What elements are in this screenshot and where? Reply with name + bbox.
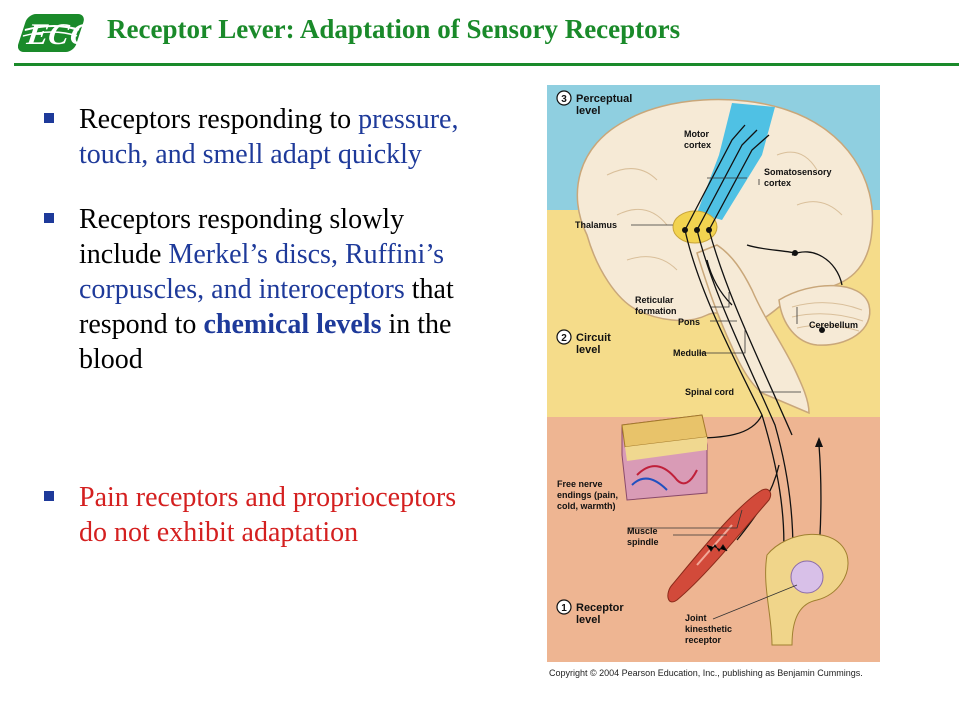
bullet-highlight-bold: chemical levels — [203, 309, 382, 340]
bullet-text: Receptors responding to — [79, 104, 359, 135]
muscle-spindle — [667, 488, 772, 603]
copyright-notice: Copyright © 2004 Pearson Education, Inc.… — [549, 668, 863, 678]
medulla-label: Medulla — [673, 348, 707, 358]
receptor-level-label-2: level — [576, 614, 600, 626]
free-nerve-endings-label: Free nerve — [557, 479, 603, 489]
svg-text:ECC: ECC — [23, 18, 92, 51]
bullet-list: Receptors responding to pressure, touch,… — [44, 102, 464, 550]
muscle-spindle-label: Muscle — [627, 526, 658, 536]
bullet-item-fast-adapting: Receptors responding to pressure, touch,… — [44, 102, 464, 172]
cerebellum-shape — [778, 284, 871, 346]
level-1-number: 1 — [561, 603, 567, 614]
somatosensory-cortex-label: Somatosensory — [764, 167, 832, 177]
square-bullet-icon — [44, 491, 54, 501]
bullet-text: that respond to — [79, 274, 454, 340]
bullet-highlight: pressure, touch, and smell adapt quickly — [79, 104, 459, 170]
motor-cortex-label: Motor — [684, 129, 709, 139]
brainstem-spinal-cord — [696, 244, 810, 415]
free-nerve-endings-label-3: cold, warmth) — [557, 501, 616, 511]
bullet-text: Pain receptors and proprioceptors do not… — [79, 482, 457, 548]
title-divider — [14, 63, 959, 66]
reticular-formation-label-2: formation — [635, 306, 677, 316]
level-2-number: 2 — [561, 333, 567, 344]
bullet-text: in the blood — [79, 309, 452, 375]
thalamus-label: Thalamus — [575, 220, 617, 230]
square-bullet-icon — [44, 213, 54, 223]
hip-joint — [765, 533, 849, 646]
muscle-spindle-label-2: spindle — [627, 537, 659, 547]
motor-cortex-label-2: cortex — [684, 140, 711, 150]
pons-label: Pons — [678, 317, 700, 327]
somatosensory-cortex-label-2: cortex — [764, 178, 791, 188]
bullet-item-no-adaptation: Pain receptors and proprioceptors do not… — [44, 480, 464, 550]
reticular-formation-label: Reticular — [635, 295, 674, 305]
sensory-levels-figure: 3 Perceptual level 2 Circuit level 1 Rec… — [547, 85, 880, 662]
bullet-highlight: Merkel’s discs, Ruffini’s corpuscles, an… — [79, 239, 445, 305]
level-3-number: 3 — [561, 94, 567, 105]
ecc-logo: ECC — [18, 14, 92, 52]
skin-section — [621, 414, 708, 501]
free-nerve-endings-label-2: endings (pain, — [557, 490, 618, 500]
page-title: Receptor Lever: Adaptation of Sensory Re… — [107, 14, 681, 44]
joint-receptor-label-3: receptor — [685, 635, 722, 645]
square-bullet-icon — [44, 113, 54, 123]
spinal-cord-label: Spinal cord — [685, 387, 734, 397]
circuit-level-label: Circuit — [576, 332, 611, 344]
bullet-text: Receptors responding slowly include — [79, 204, 405, 270]
bullet-item-slow-adapting: Receptors responding slowly include Merk… — [44, 202, 464, 377]
perceptual-level-label-2: level — [576, 105, 600, 117]
joint-receptor-label: Joint — [685, 613, 707, 623]
joint-receptor-label-2: kinesthetic — [685, 624, 732, 634]
perceptual-level-label: Perceptual — [576, 93, 632, 105]
circuit-level-label-2: level — [576, 344, 600, 356]
cerebellum-label: Cerebellum — [809, 320, 858, 330]
receptor-level-label: Receptor — [576, 602, 624, 614]
